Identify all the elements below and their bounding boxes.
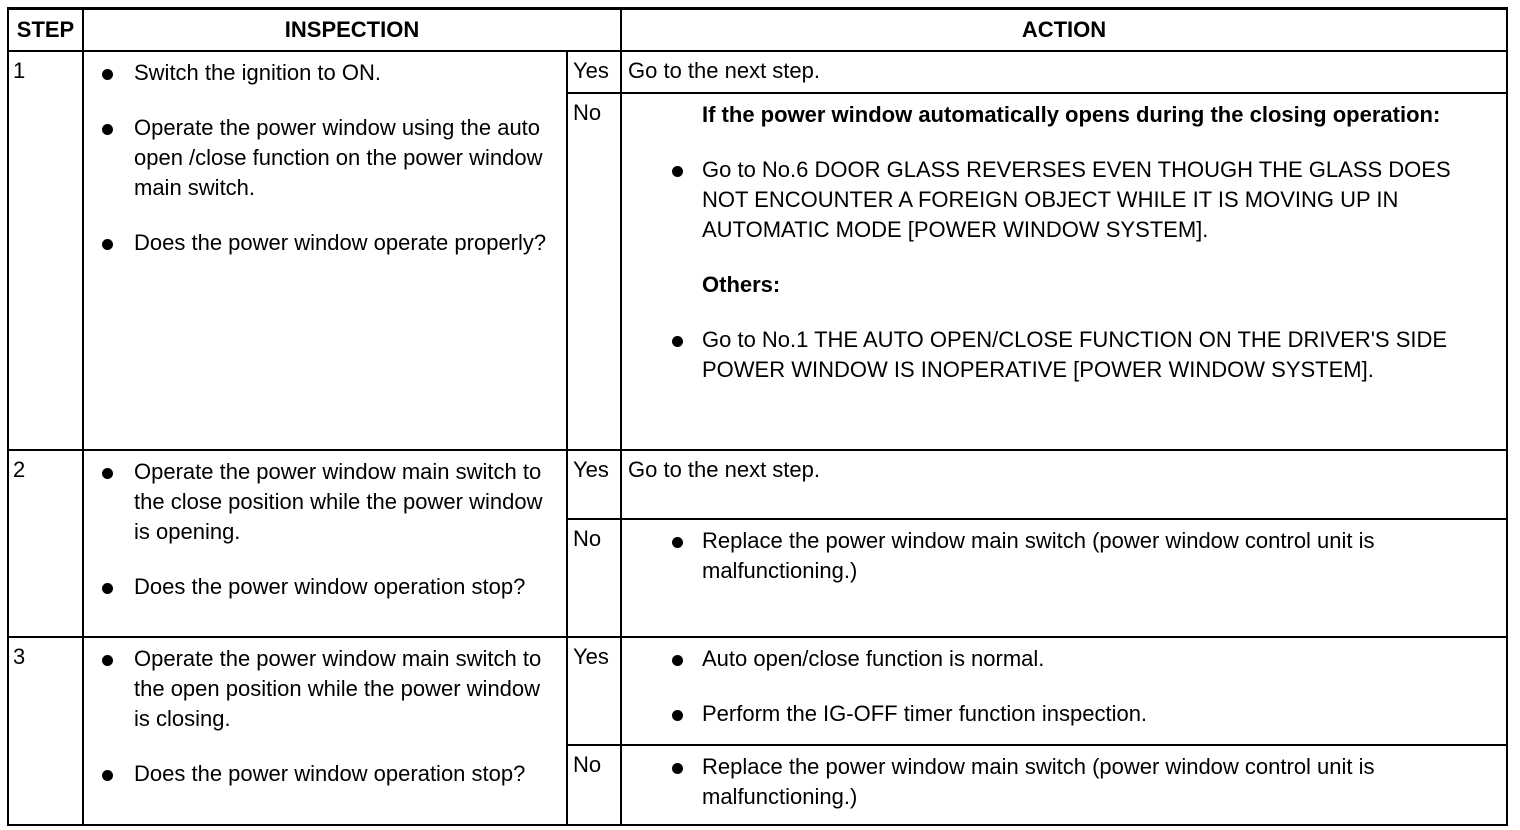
step-1-number: 1 [7, 50, 84, 451]
step-1-no-bullet: Go to No.6 DOOR GLASS REVERSES EVEN THOU… [672, 155, 1492, 245]
step-2-no-label: No [566, 518, 622, 638]
step-1-yes-label: Yes [566, 50, 622, 94]
step-3-number: 3 [7, 636, 84, 826]
step-3-no-bullet: Replace the power window main switch (po… [672, 752, 1492, 812]
step-3-no-row: No Replace the power window main switch … [8, 744, 1508, 826]
step-3-yes-bullet: Auto open/close function is normal. [672, 644, 1492, 674]
header-action: ACTION [620, 7, 1508, 52]
step-3-yes-label: Yes [566, 636, 622, 746]
step-3-yes-row: 3 Operate the power window main switch t… [7, 636, 1508, 826]
step-1-inspection-item: Switch the ignition to ON. [102, 58, 558, 88]
step-2-no-bullet: Replace the power window main switch (po… [672, 526, 1492, 586]
step-2-yes-label: Yes [566, 449, 622, 520]
step-1-inspection: Switch the ignition to ON. Operate the p… [82, 50, 568, 451]
step-3-yes-action: Auto open/close function is normal. Perf… [620, 636, 1508, 746]
troubleshooting-table: STEP INSPECTION ACTION 1 Switch the igni… [7, 7, 1508, 826]
step-3-inspection-item: Does the power window operation stop? [102, 759, 558, 789]
header-step: STEP [7, 7, 84, 52]
step-3-no-action: Replace the power window main switch (po… [620, 744, 1508, 826]
step-1-no-row: No If the power window automatically ope… [8, 92, 1508, 451]
step-3-no-label: No [566, 744, 622, 826]
step-2-no-action: Replace the power window main switch (po… [620, 518, 1508, 638]
step-3-inspection-item: Operate the power window main switch to … [102, 644, 558, 734]
step-2-no-row: No Replace the power window main switch … [8, 518, 1508, 638]
step-1-no-label: No [566, 92, 622, 451]
step-1-yes-row: 1 Switch the ignition to ON. Operate the… [7, 50, 1508, 451]
step-1-no-heading: Others: [702, 272, 781, 297]
step-1-inspection-item: Does the power window operate properly? [102, 228, 558, 258]
step-1-yes-action: Go to the next step. [620, 50, 1508, 94]
step-1-no-action: If the power window automatically opens … [620, 92, 1508, 451]
step-2-number: 2 [7, 449, 84, 638]
step-2-inspection-item: Does the power window operation stop? [102, 572, 558, 602]
step-2-yes-row: 2 Operate the power window main switch t… [7, 449, 1508, 638]
step-2-inspection: Operate the power window main switch to … [82, 449, 568, 638]
step-1-no-bullet: Go to No.1 THE AUTO OPEN/CLOSE FUNCTION … [672, 325, 1492, 385]
step-1-no-heading: If the power window automatically opens … [702, 102, 1441, 127]
header-inspection: INSPECTION [82, 7, 622, 52]
step-1-inspection-item: Operate the power window using the auto … [102, 113, 558, 203]
step-2-inspection-item: Operate the power window main switch to … [102, 457, 558, 547]
step-3-yes-bullet: Perform the IG-OFF timer function inspec… [672, 699, 1492, 729]
step-2-yes-action: Go to the next step. [620, 449, 1508, 520]
step-3-inspection: Operate the power window main switch to … [82, 636, 568, 826]
